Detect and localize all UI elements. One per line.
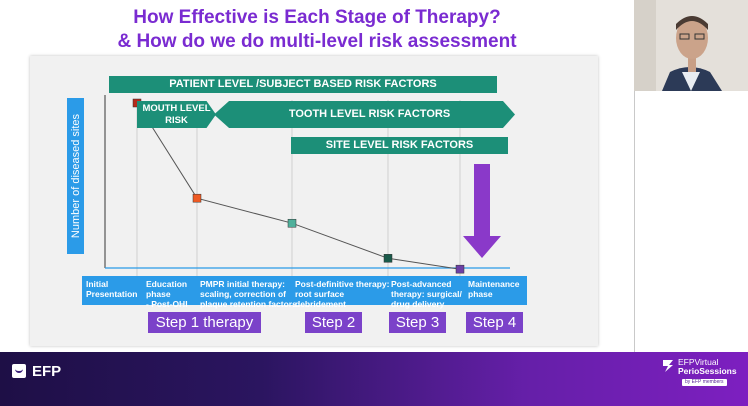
data-point-marker (455, 264, 465, 274)
phase-post-advanced: Post-advanced therapy: surgical/ drug de… (391, 279, 462, 309)
down-arrow-icon (463, 164, 501, 258)
y-axis-label-box: Number of diseased sites (67, 98, 84, 254)
banner-patient-level: PATIENT LEVEL /SUBJECT BASED RISK FACTOR… (109, 76, 497, 93)
efp-members-badge: by EFP members (682, 379, 727, 386)
phase-maintenance: Maintenance phase (468, 279, 520, 299)
data-point-marker (287, 218, 297, 228)
phase-post-definitive: Post-definitive therapy: root surface de… (295, 279, 390, 309)
phase-bar (82, 276, 527, 305)
banner-mouth-level: MOUTH LEVEL RISK (137, 101, 216, 128)
efp-logo-text: EFP (32, 362, 62, 380)
slide-title-line1: How Effective is Each Stage of Therapy? (133, 7, 501, 28)
banner-mouth-level-text: MOUTH LEVEL RISK (142, 103, 211, 126)
step-4: Step 4 (466, 312, 523, 333)
efp-logo: EFP (12, 362, 61, 380)
slide: How Effective is Each Stage of Therapy? … (30, 7, 598, 346)
step-2: Step 2 (305, 312, 362, 333)
step-1-therapy: Step 1 therapy (148, 312, 261, 333)
step-3: Step 3 (389, 312, 446, 333)
phase-education: Education phase - Post-OHI (146, 279, 188, 309)
virtual-label: EFPVirtual (678, 357, 719, 367)
banner-tooth-level: TOOTH LEVEL RISK FACTORS (214, 101, 515, 128)
slide-title-line2: & How do we do multi-level risk assessme… (117, 31, 517, 52)
y-axis-label: Number of diseased sites (69, 113, 82, 239)
data-point-marker (192, 193, 202, 203)
perio-sessions-label: PerioSessions (678, 366, 737, 376)
speaker-video[interactable] (634, 0, 748, 91)
efp-logo-icon (12, 364, 26, 378)
side-panel (634, 91, 748, 352)
banner-site-level: SITE LEVEL RISK FACTORS (291, 137, 508, 154)
phase-pmpr: PMPR initial therapy: scaling, correctio… (200, 279, 297, 309)
perio-sessions-logo-icon (663, 360, 673, 372)
footer-bar: EFP EFPVirtual PerioSessions by EFP memb… (0, 352, 748, 406)
speaker-silhouette-icon (634, 0, 748, 91)
data-point-marker (383, 254, 393, 263)
line-chart (104, 95, 510, 276)
phase-initial: Initial Presentation (86, 279, 138, 299)
